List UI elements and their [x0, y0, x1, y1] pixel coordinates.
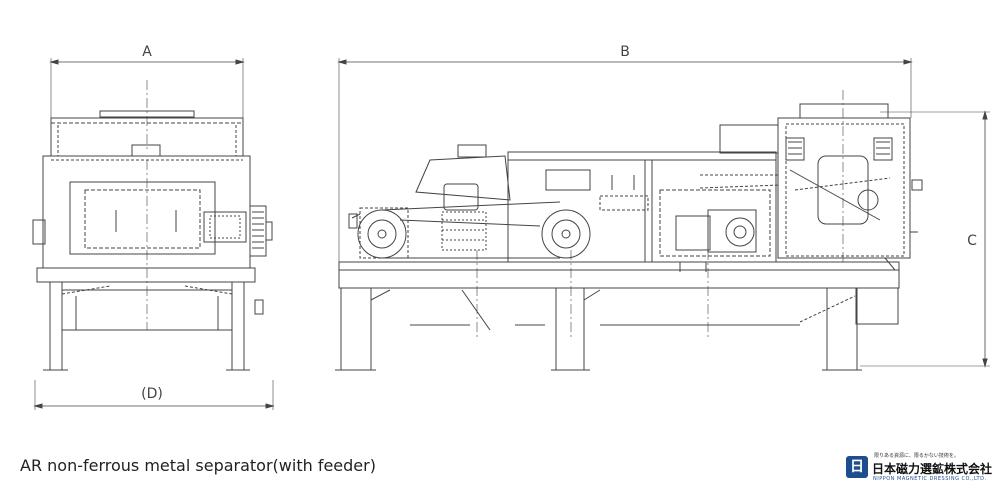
logo-company-name: 日本磁力選鉱株式会社 [872, 462, 993, 476]
figure-caption: AR non-ferrous metal separator(with feed… [20, 456, 376, 475]
dimension-c-label: C [967, 233, 977, 249]
technical-drawing: A B C (D) [32, 44, 990, 410]
dimension-b-label: B [620, 44, 630, 60]
logo-mark-icon: 日 [846, 456, 868, 478]
dimension-a-label: A [142, 44, 152, 60]
company-logo: 日 限りある資源に、限るかない技術を。 日本磁力選鉱株式会社 NIPPON MA… [846, 452, 992, 484]
logo-tagline: 限りある資源に、限るかない技術を。 [874, 453, 959, 459]
side-view [335, 58, 990, 371]
logo-company-name-en: NIPPON MAGNETIC DRESSING CO.,LTD. [873, 476, 987, 482]
dimension-d-label: (D) [141, 386, 163, 402]
front-view [32, 58, 275, 410]
